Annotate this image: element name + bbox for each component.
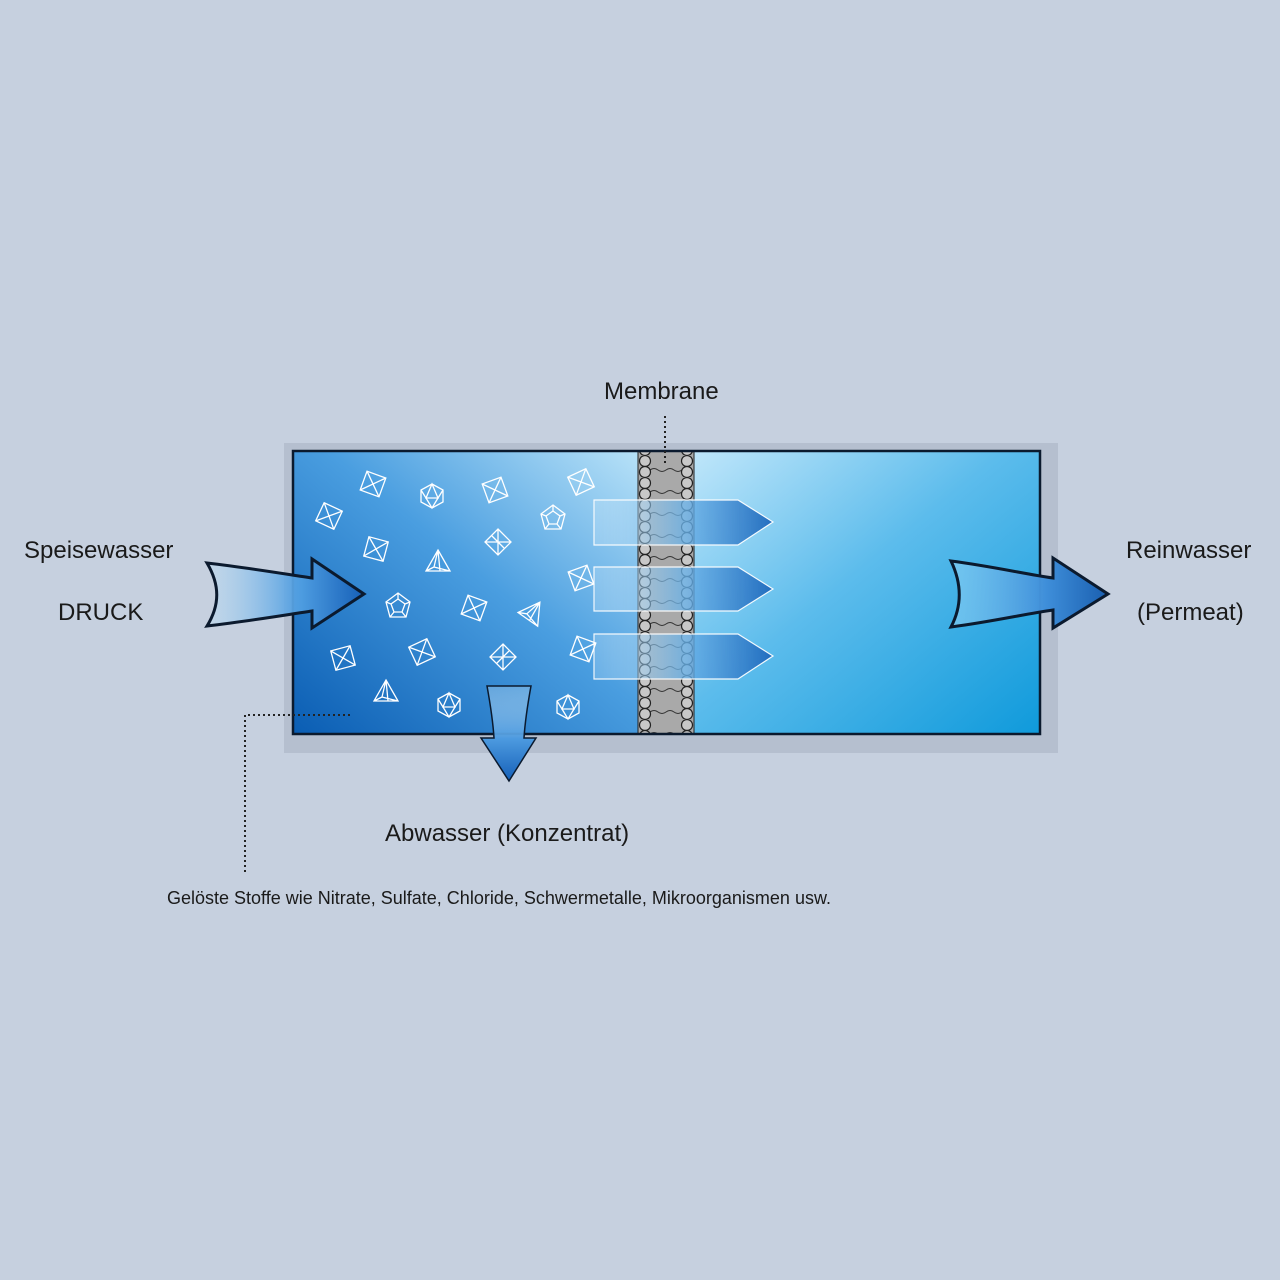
octahedron-icon [329,644,357,672]
octahedron-icon [569,635,597,663]
tetrahedron-icon [372,678,400,702]
pure-water-label: Reinwasser [1126,537,1252,564]
octahedron-icon [567,564,595,592]
dodecahedron-icon [540,504,566,530]
dissolved-leader-line [244,714,350,872]
permeate-label: (Permeat) [1137,599,1244,626]
dissolved-solids-label: Gelöste Stoffe wie Nitrate, Sulfate, Chl… [167,888,831,908]
concentrate-arrow [479,685,538,783]
icosahedron-icon [556,693,580,721]
flow-arrows [593,499,775,680]
octahedron-icon [489,643,517,671]
octahedron-icon [481,476,509,504]
icosahedron-icon [420,482,444,510]
tetrahedron-icon [516,601,541,628]
permeate-arrow [948,555,1111,631]
octahedron-icon [359,470,387,498]
concentrate-label: Abwasser (Konzentrat) [385,820,630,847]
flow-arrow-2 [593,566,775,612]
octahedron-icon [362,535,390,563]
flow-arrow-1 [593,499,775,546]
dissolved-particles [314,467,597,721]
octahedron-icon [484,528,512,556]
tetrahedron-icon [424,548,452,572]
membrane-label: Membrane [604,378,719,405]
octahedron-icon [460,594,488,622]
dodecahedron-icon [385,592,411,618]
pressure-label: DRUCK [58,599,144,626]
flow-arrow-3 [593,633,775,680]
octahedron-icon [566,467,596,497]
octahedron-icon [314,501,344,531]
feed-water-label: Speisewasser [24,537,174,564]
feed-arrow [204,556,367,631]
icosahedron-icon [437,691,461,719]
octahedron-icon [407,637,437,667]
